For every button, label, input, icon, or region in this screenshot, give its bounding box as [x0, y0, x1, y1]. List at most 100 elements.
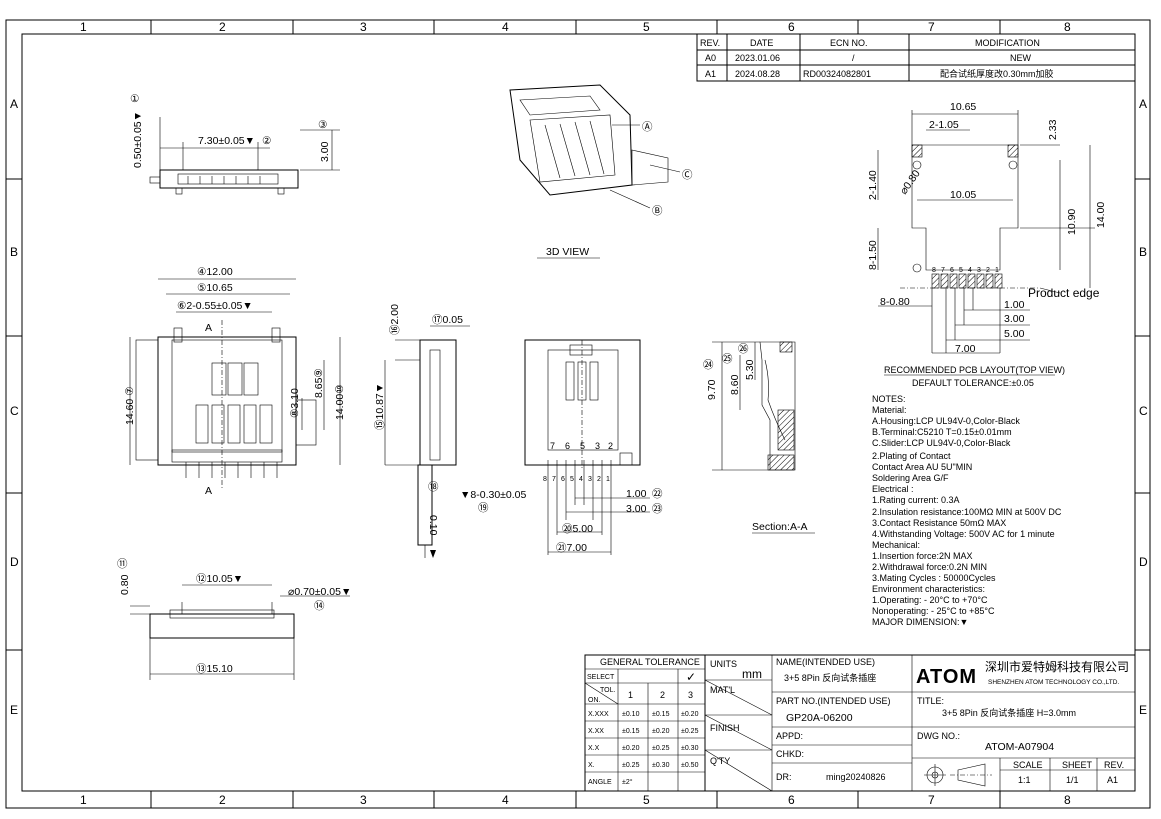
dim-label: 3.00: [626, 503, 647, 515]
callout: ⑱: [428, 481, 439, 493]
callout: ①: [130, 93, 140, 105]
row-label: C: [10, 404, 19, 418]
tol-cell: ±0.25: [652, 745, 670, 752]
dwg-value: ATOM-A07904: [985, 741, 1054, 753]
note-line: Soldering Area G/F: [872, 473, 949, 483]
pad-number: 5: [959, 267, 963, 274]
sheet-frame: [5, 19, 1151, 809]
col-label: 8: [1064, 793, 1071, 807]
tol-cell: ±0.30: [681, 745, 699, 752]
date-cell: 2023.01.06: [735, 53, 780, 63]
pcb-layout-title: RECOMMENDED PCB LAYOUT(TOP VIEW): [884, 365, 1065, 375]
note-line: C.Slider:LCP UL94V-0,Color-Black: [872, 438, 1011, 448]
name-value: 3+5 8Pin 反向试条插座: [784, 672, 876, 683]
note-line: 2.Withdrawal force:0.2N MIN: [872, 562, 987, 572]
ecn-cell: /: [852, 53, 855, 63]
dim-label: 8-0.80: [880, 296, 910, 308]
pcb-layout: 10.65 2-1.05 2.33 2-1.40 ⌀0.80 10.05 10.…: [867, 101, 1107, 388]
tolerance-title: GENERAL TOLERANCE: [600, 657, 700, 667]
part-label: PART NO.(INTENDED USE): [776, 696, 891, 706]
col-header: 1: [628, 690, 633, 700]
dim-label: 14.00: [1095, 202, 1107, 228]
rev-cell: A0: [705, 53, 716, 63]
dim-label: 2-1.40: [867, 170, 879, 200]
dim-label: 0.80: [119, 574, 131, 595]
dim-label: 7.30±0.05▼: [198, 135, 255, 147]
dim-label: ㉑7.00: [556, 542, 587, 554]
dim-label: 5.00: [1004, 328, 1025, 340]
title-label: TITLE:: [917, 696, 944, 706]
revision-table: REV. DATE ECN NO. MODIFICATION A0 2023.0…: [696, 33, 1136, 82]
callout: ㉖: [738, 343, 749, 355]
col-label: 3: [360, 793, 367, 807]
appd-label: APPD:: [776, 731, 803, 741]
pin-label: 5: [570, 476, 574, 483]
dim-label: 3.00: [319, 141, 331, 162]
rev-header: REV.: [700, 38, 720, 48]
pin-label: 6: [561, 476, 565, 483]
dim-label: 10.90: [1066, 209, 1078, 235]
dim-label: 14.60 ⑦: [124, 386, 136, 425]
dim-label: ⑤10.65: [197, 282, 233, 294]
row-label: D: [1139, 555, 1148, 569]
note-line: MAJOR DIMENSION:▼: [872, 617, 968, 627]
callout: ⑭: [314, 600, 325, 612]
tol-cell: ±0.15: [652, 711, 670, 718]
col-label: 3: [360, 20, 367, 34]
tol-cell: X.X: [588, 745, 600, 752]
company-name-en: SHENZHEN ATOM TECHNOLOGY CO.,LTD.: [988, 679, 1119, 686]
bottom-view: ⑪ 0.80 ⑫10.05▼ ⌀0.70±0.05▼ ⑭ ⑬15.10: [117, 558, 351, 680]
callout: ②: [262, 135, 272, 147]
sheet-label: SHEET: [1062, 760, 1093, 770]
pad-number: 4: [968, 267, 972, 274]
callout: ⑲: [478, 502, 489, 514]
rev-value: A1: [1107, 775, 1118, 785]
tol-cell: ±0.25: [622, 762, 640, 769]
note-line: 3.Contact Resistance 50mΩ MAX: [872, 518, 1006, 528]
col-label: 7: [928, 793, 935, 807]
tol-cell: X.XX: [588, 728, 604, 735]
notes: NOTES: Material: A.Housing:LCP UL94V-0,C…: [872, 394, 1062, 627]
pad-number: 8: [932, 267, 936, 274]
note-line: B.Terminal:C5210 T=0.15±0.01mm: [872, 427, 1012, 437]
note-line: Environment characteristics:: [872, 584, 985, 594]
units-value: mm: [742, 667, 762, 681]
tol-cell: ±0.15: [622, 728, 640, 735]
modification-cell: 配合试纸厚度改0.30mm加胶: [940, 68, 1054, 79]
grid-labels: 1 2 3 4 5 6 7 8 1 2 3 4 5 6 7 8 A B C D …: [10, 20, 1148, 807]
dim-label: 2-1.05: [929, 119, 959, 131]
pin-label: 1: [606, 476, 610, 483]
default-tolerance: DEFAULT TOLERANCE:±0.05: [912, 378, 1034, 388]
note-line: Material:: [872, 405, 907, 415]
rev-label: REV.: [1104, 760, 1124, 770]
company-logo: ATOM: [916, 666, 977, 688]
dim-label: 1.00: [1004, 299, 1025, 311]
dim-label: 8.60: [729, 374, 741, 395]
callout: ⑪: [117, 558, 128, 570]
dim-label: 9.70: [706, 379, 718, 400]
callout: ③: [318, 119, 328, 131]
col-label: 6: [788, 793, 795, 807]
dim-label: ▼8-0.30±0.05: [460, 489, 527, 501]
note-line: 4.Withstanding Voltage: 500V AC for 1 mi…: [872, 529, 1055, 539]
pin-label: 3: [595, 441, 600, 451]
dim-label: ⑧3.10: [289, 388, 301, 418]
col-label: 4: [502, 20, 509, 34]
name-label: NAME(INTENDED USE): [776, 657, 875, 667]
finish-label: FINISH: [710, 723, 740, 733]
pin-label: 6: [565, 441, 570, 451]
callout: ㉔: [703, 359, 714, 371]
callout: Ⓒ: [682, 169, 693, 181]
scale-value: 1:1: [1018, 775, 1031, 785]
dim-label: 1.00: [626, 488, 647, 500]
section-label: Section:A-A: [752, 521, 807, 533]
dim-label: 0.50±0.05▼: [132, 111, 144, 168]
row-label: A: [1139, 97, 1147, 111]
tol-cell: ±0.25: [681, 728, 699, 735]
note-line: Contact Area AU 5U"MIN: [872, 462, 972, 472]
pad-number: 3: [977, 267, 981, 274]
note-line: NOTES:: [872, 394, 906, 404]
ecn-cell: RD00324082801: [803, 69, 871, 79]
ecn-header: ECN NO.: [830, 38, 868, 48]
